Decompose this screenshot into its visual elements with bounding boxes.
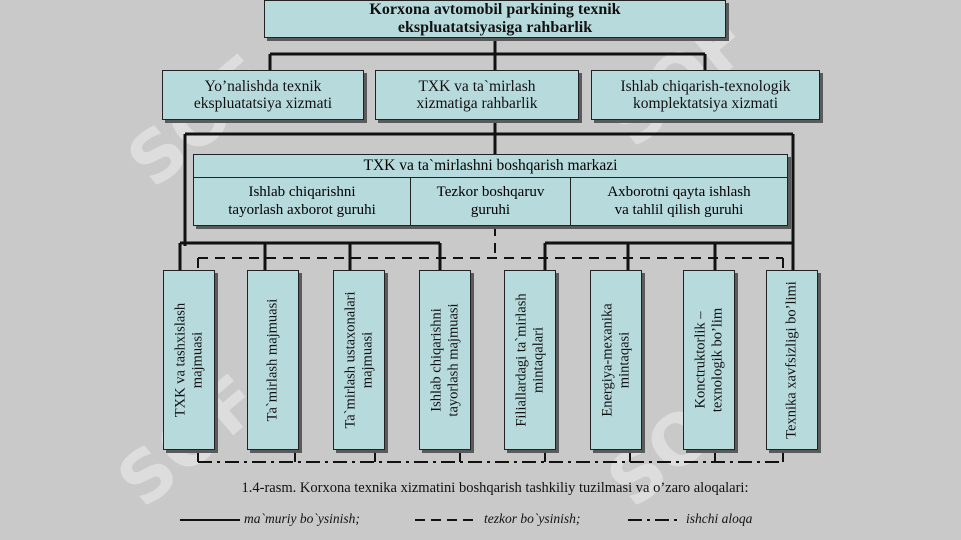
analysis-group-cell: Axborotni qayta ishlash va tahlil qilish…	[607, 184, 751, 218]
unit-box-preparation: Ishlab chiqarishni tayorlash majmuasi	[419, 270, 471, 450]
unit-box-repair: Ta`mirlash majmuasi	[247, 270, 299, 450]
unit-label: Filiallardagi ta`mirlash mintaqalari	[513, 293, 546, 427]
unit-box-workshops: Ta`mirlash ustaxonalari majmuasi	[333, 270, 385, 450]
unit-label: Texnika xavfsizligi bo’limi	[783, 281, 800, 439]
control-center-box: TXK va ta`mirlashni boshqarish markazi I…	[193, 154, 788, 226]
route-maintenance-service-box: Yo’nalishda texnik ekspluatatsiya xizmat…	[162, 70, 364, 120]
unit-label: Energiya-mexanika mintaqasi	[599, 303, 632, 417]
legend-solid-label: ma`muriy bo`ysinish;	[244, 511, 360, 526]
legend-dashed-label: tezkor bo`ysinish;	[484, 511, 581, 526]
unit-label: Konctruktorlik – texnologik bo’lim	[692, 307, 725, 413]
maintenance-repair-management-box: TXK va ta`mirlash xizmatiga rahbarlik	[375, 70, 579, 120]
control-center-title: TXK va ta`mirlashni boshqarish markazi	[194, 155, 787, 178]
unit-box-design-technology: Konctruktorlik – texnologik bo’lim	[683, 270, 735, 450]
unit-box-diagnostics: TXK va tashxislash majmuasi	[163, 270, 215, 450]
operational-group-cell: Tezkor boshqaruv guruhi	[411, 177, 571, 226]
unit-label: Ta`mirlash majmuasi	[264, 298, 281, 422]
legend-dashdot-label: ishchi aloqa	[686, 511, 753, 526]
unit-label: Ta`mirlash ustaxonalari majmuasi	[342, 291, 375, 429]
unit-box-energy-mechanics: Energiya-mexanika mintaqasi	[590, 270, 642, 450]
unit-label: TXK va tashxislash majmuasi	[172, 302, 205, 418]
figure-caption: 1.4-rasm. Korxona texnika xizmatini bosh…	[241, 480, 749, 496]
unit-box-safety: Texnika xavfsizligi bo’limi	[766, 270, 818, 450]
top-management-box: Korxona avtomobil parkining texnik ekspl…	[264, 0, 726, 38]
unit-box-branch-zones: Filiallardagi ta`mirlash mintaqalari	[504, 270, 556, 450]
production-technology-service-box: Ishlab chiqarish-texnologik komplektatsi…	[591, 70, 820, 120]
info-group-cell: Ishlab chiqarishni tayorlash axborot gur…	[194, 177, 411, 226]
unit-label: Ishlab chiqarishni tayorlash majmuasi	[428, 303, 461, 417]
